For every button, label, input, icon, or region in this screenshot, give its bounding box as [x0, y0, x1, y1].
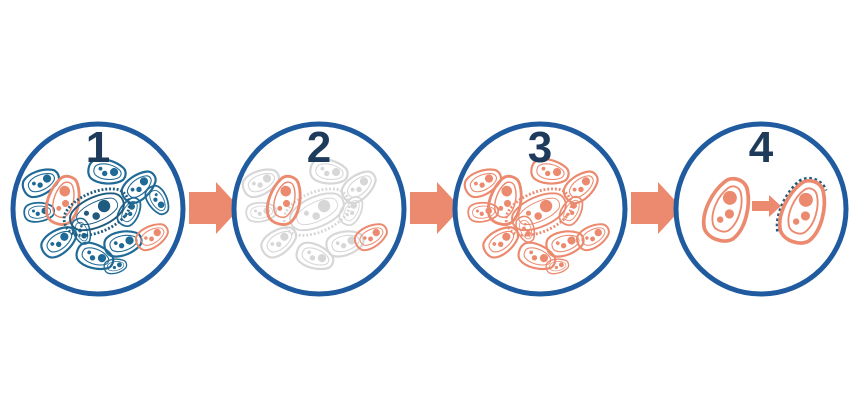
- step-2: 2: [231, 121, 407, 297]
- step-number: 2: [307, 123, 331, 172]
- step-number: 3: [528, 123, 552, 172]
- right-arrow-icon: [189, 182, 240, 234]
- bacteria-cluster: [695, 170, 836, 251]
- right-arrow-icon: [410, 182, 461, 234]
- right-arrow-icon: [631, 182, 682, 234]
- step-4: 4: [673, 121, 849, 297]
- step-3: 3: [452, 121, 628, 297]
- bacterium-icon: [771, 172, 836, 251]
- step-1: 1: [10, 121, 186, 297]
- right-arrow-icon: [752, 195, 781, 217]
- step-number: 4: [749, 123, 774, 172]
- step-number: 1: [86, 123, 110, 172]
